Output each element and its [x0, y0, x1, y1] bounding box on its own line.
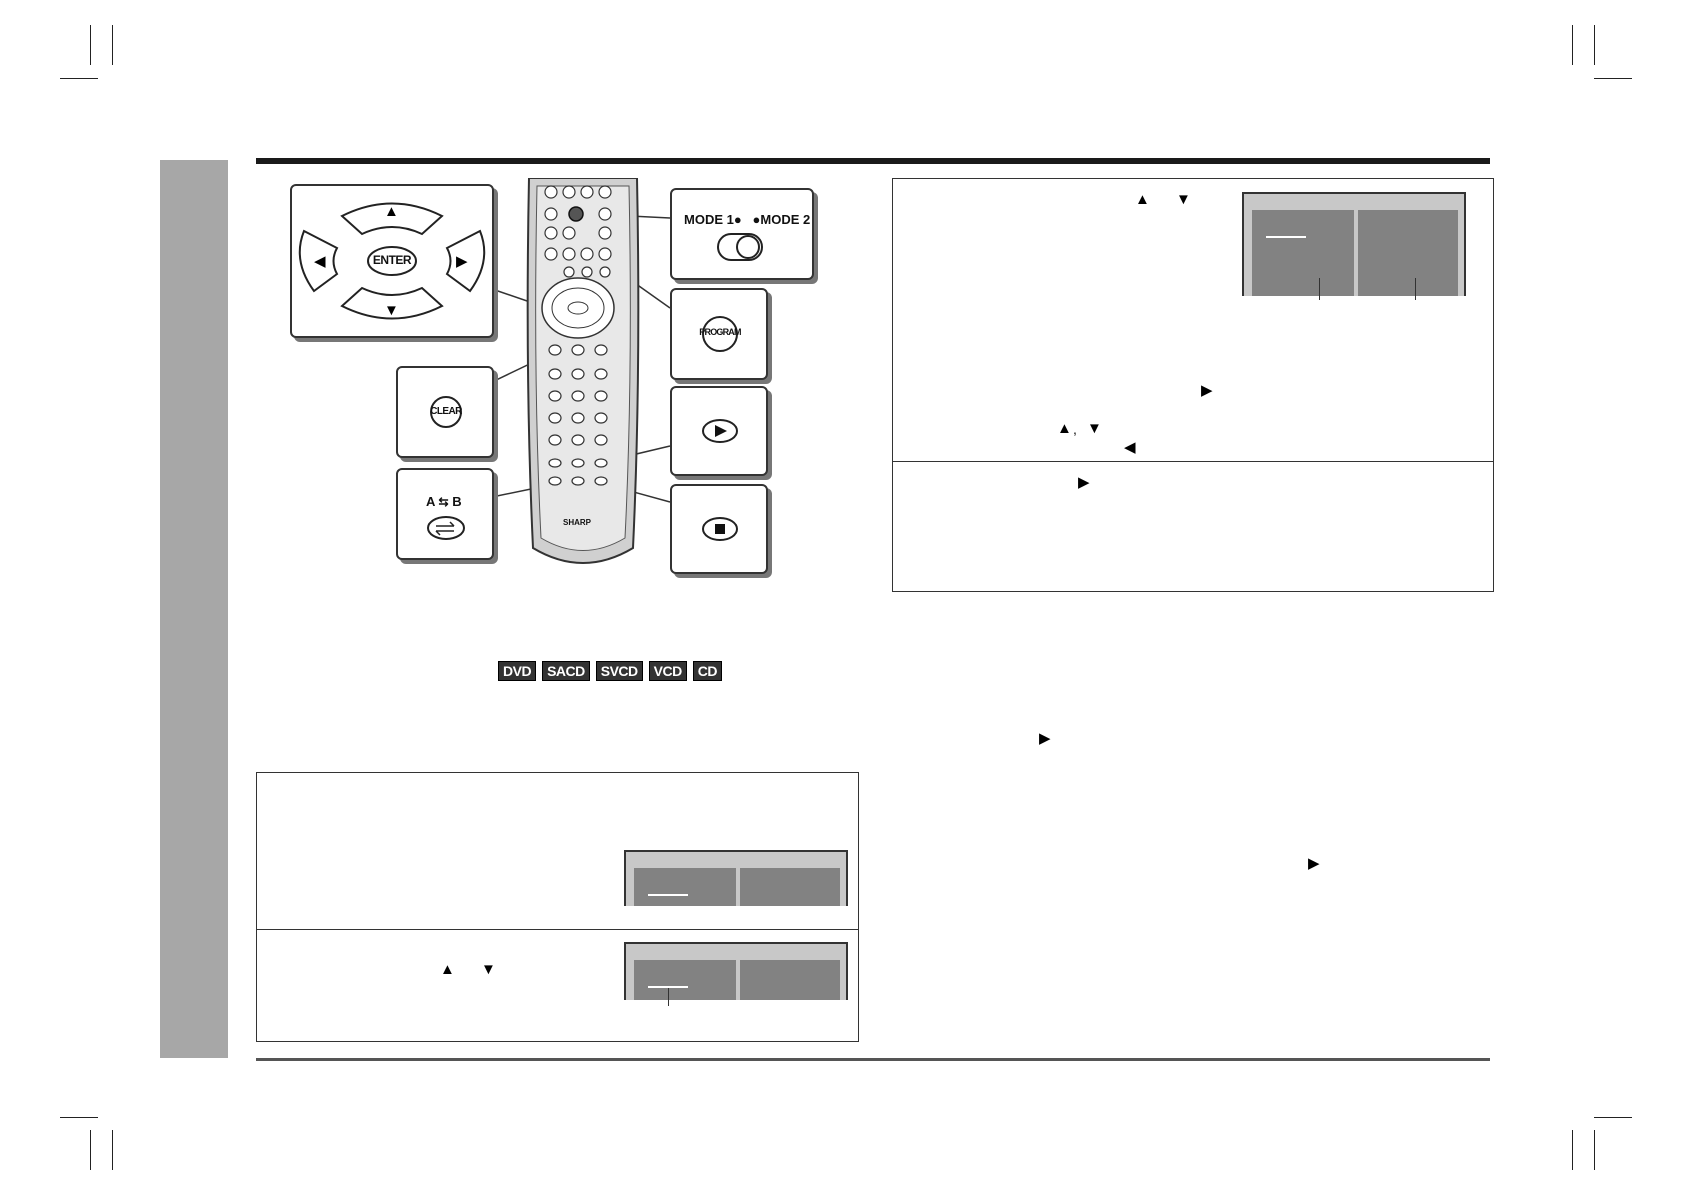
ab-repeat-button[interactable] — [426, 514, 466, 542]
remote-control: SHARP — [523, 177, 643, 570]
crop-mark — [1572, 25, 1573, 65]
remote-body — [526, 177, 640, 564]
mode-labels: MODE 1● ●MODE 2 — [684, 212, 811, 227]
screen-cell-left — [634, 960, 736, 1000]
crop-mark — [90, 1130, 91, 1170]
screen-cell-right — [740, 868, 840, 906]
mode2-label: MODE 2 — [760, 212, 811, 227]
disc-badge-cd: CD — [692, 661, 722, 681]
ab-label: A ⇆ B — [426, 494, 462, 509]
dpad-graphic — [298, 202, 486, 320]
header-rule — [256, 158, 1490, 164]
screen-pointer-line — [1319, 278, 1320, 300]
right-arrow-icon: ▶ — [1308, 855, 1320, 872]
dpad-callout: ▲ ▼ ◀ ▶ ENTER — [290, 184, 494, 338]
play-callout — [670, 386, 768, 476]
left-panel-divider — [256, 929, 858, 930]
mode1-label: MODE 1 — [684, 212, 734, 227]
crop-mark — [1572, 1130, 1573, 1170]
clear-button-graphic — [430, 396, 462, 428]
enter-button[interactable]: ENTER — [372, 253, 412, 267]
screen-cell-left — [634, 868, 736, 906]
mode-switch-callout: MODE 1● ●MODE 2 — [670, 188, 814, 280]
screen-pointer-line — [1415, 278, 1416, 300]
mode-toggle-switch[interactable] — [716, 230, 766, 264]
remote-brand-logo: SHARP — [563, 518, 592, 527]
down-arrow-icon[interactable]: ▼ — [384, 302, 399, 319]
ab-label-b: B — [452, 494, 462, 509]
screen-cell-right — [740, 960, 840, 1000]
footer-rule — [256, 1058, 1490, 1061]
up-arrow-icon: ▲ — [440, 961, 455, 978]
right-panel-divider — [892, 461, 1493, 462]
right-arrow-icon: ▶ — [1201, 382, 1213, 399]
ab-repeat-callout: A ⇆ B — [396, 468, 494, 560]
down-arrow-icon: ▼ — [1176, 191, 1191, 208]
ab-label-a: A — [426, 494, 435, 509]
screen-pointer-line — [668, 988, 669, 1006]
screen-underline — [648, 894, 688, 896]
stop-button[interactable] — [700, 514, 740, 544]
up-arrow-icon: ▲ — [1057, 420, 1072, 437]
program-button[interactable]: PROGRAM — [699, 327, 741, 337]
screen-underline — [1266, 236, 1306, 238]
disc-badge-sacd: SACD — [542, 661, 590, 681]
disc-badge-vcd: VCD — [648, 661, 687, 681]
crop-mark — [1594, 25, 1595, 65]
left-arrow-icon: ◀ — [1124, 439, 1136, 456]
crop-mark — [60, 78, 98, 79]
clear-callout: CLEAR — [396, 366, 494, 458]
left-arrow-icon[interactable]: ◀ — [314, 253, 326, 270]
crop-mark — [1594, 1117, 1632, 1118]
program-button-graphic — [702, 316, 738, 352]
up-arrow-icon: ▲ — [1135, 191, 1150, 208]
arrow-separator: , — [1073, 421, 1077, 437]
crop-mark — [1594, 1130, 1595, 1170]
clear-button[interactable]: CLEAR — [430, 406, 462, 417]
screen-cell-left — [1252, 210, 1354, 296]
crop-mark — [90, 25, 91, 65]
down-arrow-icon: ▼ — [1087, 420, 1102, 437]
disc-badge-dvd: DVD — [498, 661, 537, 681]
screen-underline — [648, 986, 688, 988]
program-screen-1 — [624, 850, 848, 906]
crop-mark — [60, 1117, 98, 1118]
chapter-sidebar — [160, 160, 228, 1058]
crop-mark — [1594, 78, 1632, 79]
repeat-arrow-icon: ⇆ — [438, 495, 449, 509]
disc-badge-svcd: SVCD — [595, 661, 643, 681]
stop-callout — [670, 484, 768, 574]
right-arrow-icon: ▶ — [1039, 730, 1051, 747]
program-callout: PROGRAM — [670, 288, 768, 380]
screen-cell-right — [1358, 210, 1458, 296]
program-screen-2 — [624, 942, 848, 1000]
program-screen-3 — [1242, 192, 1466, 296]
down-arrow-icon: ▼ — [481, 961, 496, 978]
right-arrow-icon[interactable]: ▶ — [456, 253, 468, 270]
play-button[interactable] — [700, 416, 740, 446]
up-arrow-icon[interactable]: ▲ — [384, 203, 399, 220]
crop-mark — [112, 25, 113, 65]
right-arrow-icon: ▶ — [1078, 474, 1090, 491]
crop-mark — [112, 1130, 113, 1170]
left-steps-panel — [256, 772, 859, 1042]
